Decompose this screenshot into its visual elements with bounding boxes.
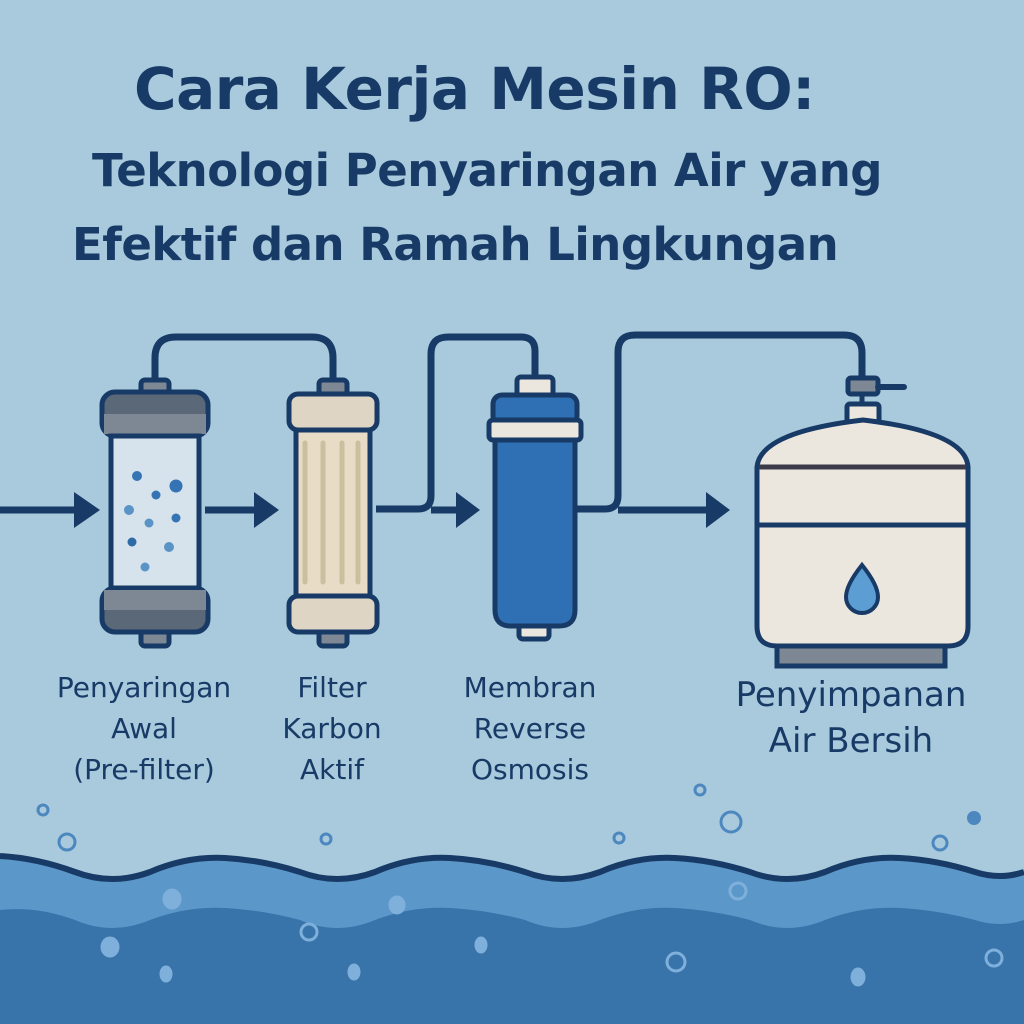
ro-membrane-icon <box>486 374 584 642</box>
label-line: Penyimpanan <box>735 675 967 715</box>
water-waves <box>0 853 1024 1024</box>
label-line: Air Bersih <box>768 721 934 761</box>
label-line: Aktif <box>300 753 364 786</box>
carbon-filter-icon <box>286 377 380 649</box>
label-line: (Pre-filter) <box>73 753 215 786</box>
stage-label-storage-tank: Penyimpanan Air Bersih <box>716 672 986 764</box>
sediment-filter-icon <box>99 377 211 649</box>
underwater-bubbles <box>100 881 1004 987</box>
flow-arrows <box>0 492 730 528</box>
label-line: Karbon <box>282 712 382 745</box>
pipe-membrane-to-tank <box>576 331 866 513</box>
arrow-carbon-to-membrane-icon <box>431 492 480 528</box>
stage-label-pre-filter: Penyaringan Awal (Pre-filter) <box>44 667 244 790</box>
arrow-membrane-to-tank-icon <box>618 492 730 528</box>
label-line: Penyaringan <box>56 671 232 704</box>
water-deep <box>0 907 1024 1024</box>
carbon-stripes <box>302 440 361 585</box>
label-line: Awal <box>111 712 177 745</box>
arrow-prefilter-to-carbon-icon <box>205 492 279 528</box>
label-line: Reverse <box>473 712 587 745</box>
inflow-arrow-icon <box>0 492 100 528</box>
title-line-3: Efektif dan Ramah Lingkungan <box>72 218 839 271</box>
water-drop-icon <box>843 561 881 615</box>
label-line: Osmosis <box>471 753 589 786</box>
connecting-pipes <box>151 331 866 513</box>
pipe-carbon-to-membrane <box>376 333 539 513</box>
title-line-2: Teknologi Penyaringan Air yang <box>92 144 883 197</box>
stage-label-ro-membrane: Membran Reverse Osmosis <box>445 667 615 790</box>
storage-tank-icon <box>754 375 971 669</box>
label-line: Membran <box>463 671 597 704</box>
pipe-prefilter-to-carbon <box>151 333 337 382</box>
stage-label-carbon-filter: Filter Karbon Aktif <box>262 667 402 790</box>
air-bubbles <box>36 783 981 852</box>
label-line: Filter <box>297 671 367 704</box>
particles <box>124 471 183 572</box>
title-line-1: Cara Kerja Mesin RO: <box>134 55 815 123</box>
